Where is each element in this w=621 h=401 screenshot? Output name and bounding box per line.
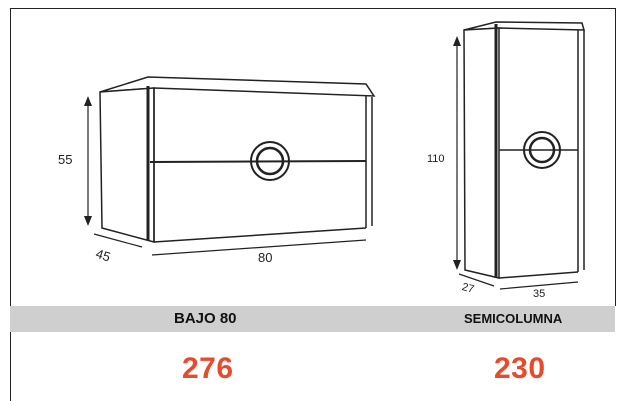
semicolumna-depth-dim-line	[458, 273, 495, 287]
semicolumna-side-panel	[463, 27, 500, 279]
bajo-80-name: BAJO 80	[174, 310, 237, 327]
semicolumna-front-bottom	[498, 271, 579, 279]
bajo-80-depth-label: 45	[94, 246, 112, 265]
semicolumna-handle-outer	[523, 131, 561, 169]
product-name-band: BAJO 80 SEMICOLUMNA	[10, 306, 615, 332]
bajo-80-width-dim-line	[151, 239, 367, 256]
bajo-80-front-bottom	[153, 227, 367, 243]
semicolumna-width-label: 35	[533, 288, 545, 300]
frame-left-border	[10, 8, 11, 401]
bajo-80-drawing	[84, 76, 376, 256]
bajo-80-handle-inner	[255, 146, 285, 176]
frame-right-border	[615, 8, 616, 306]
bajo-80-height-arrow-bottom	[84, 216, 92, 226]
frame-top-border	[10, 8, 616, 9]
semicolumna-height-arrow-bottom	[453, 260, 461, 270]
bajo-80-height-label: 55	[58, 152, 72, 167]
bajo-80-side-panel	[99, 87, 155, 243]
semicolumna-width-dim-line	[499, 281, 579, 290]
bajo-80-price: 276	[182, 352, 234, 385]
bajo-80-height-arrow-top	[84, 96, 92, 106]
bajo-80-width-label: 80	[258, 250, 272, 265]
semicolumna-drawing	[453, 21, 586, 290]
semicolumna-depth-label: 27	[460, 281, 475, 296]
semicolumna-handle-inner	[528, 136, 556, 164]
semicolumna-price: 230	[494, 352, 546, 385]
semicolumna-name: SEMICOLUMNA	[464, 311, 563, 326]
semicolumna-height-label: 110	[427, 153, 445, 165]
bajo-80-depth-dim-line	[93, 233, 143, 248]
bajo-80-handle-outer	[250, 141, 290, 181]
semicolumna-height-arrow-top	[453, 36, 461, 46]
